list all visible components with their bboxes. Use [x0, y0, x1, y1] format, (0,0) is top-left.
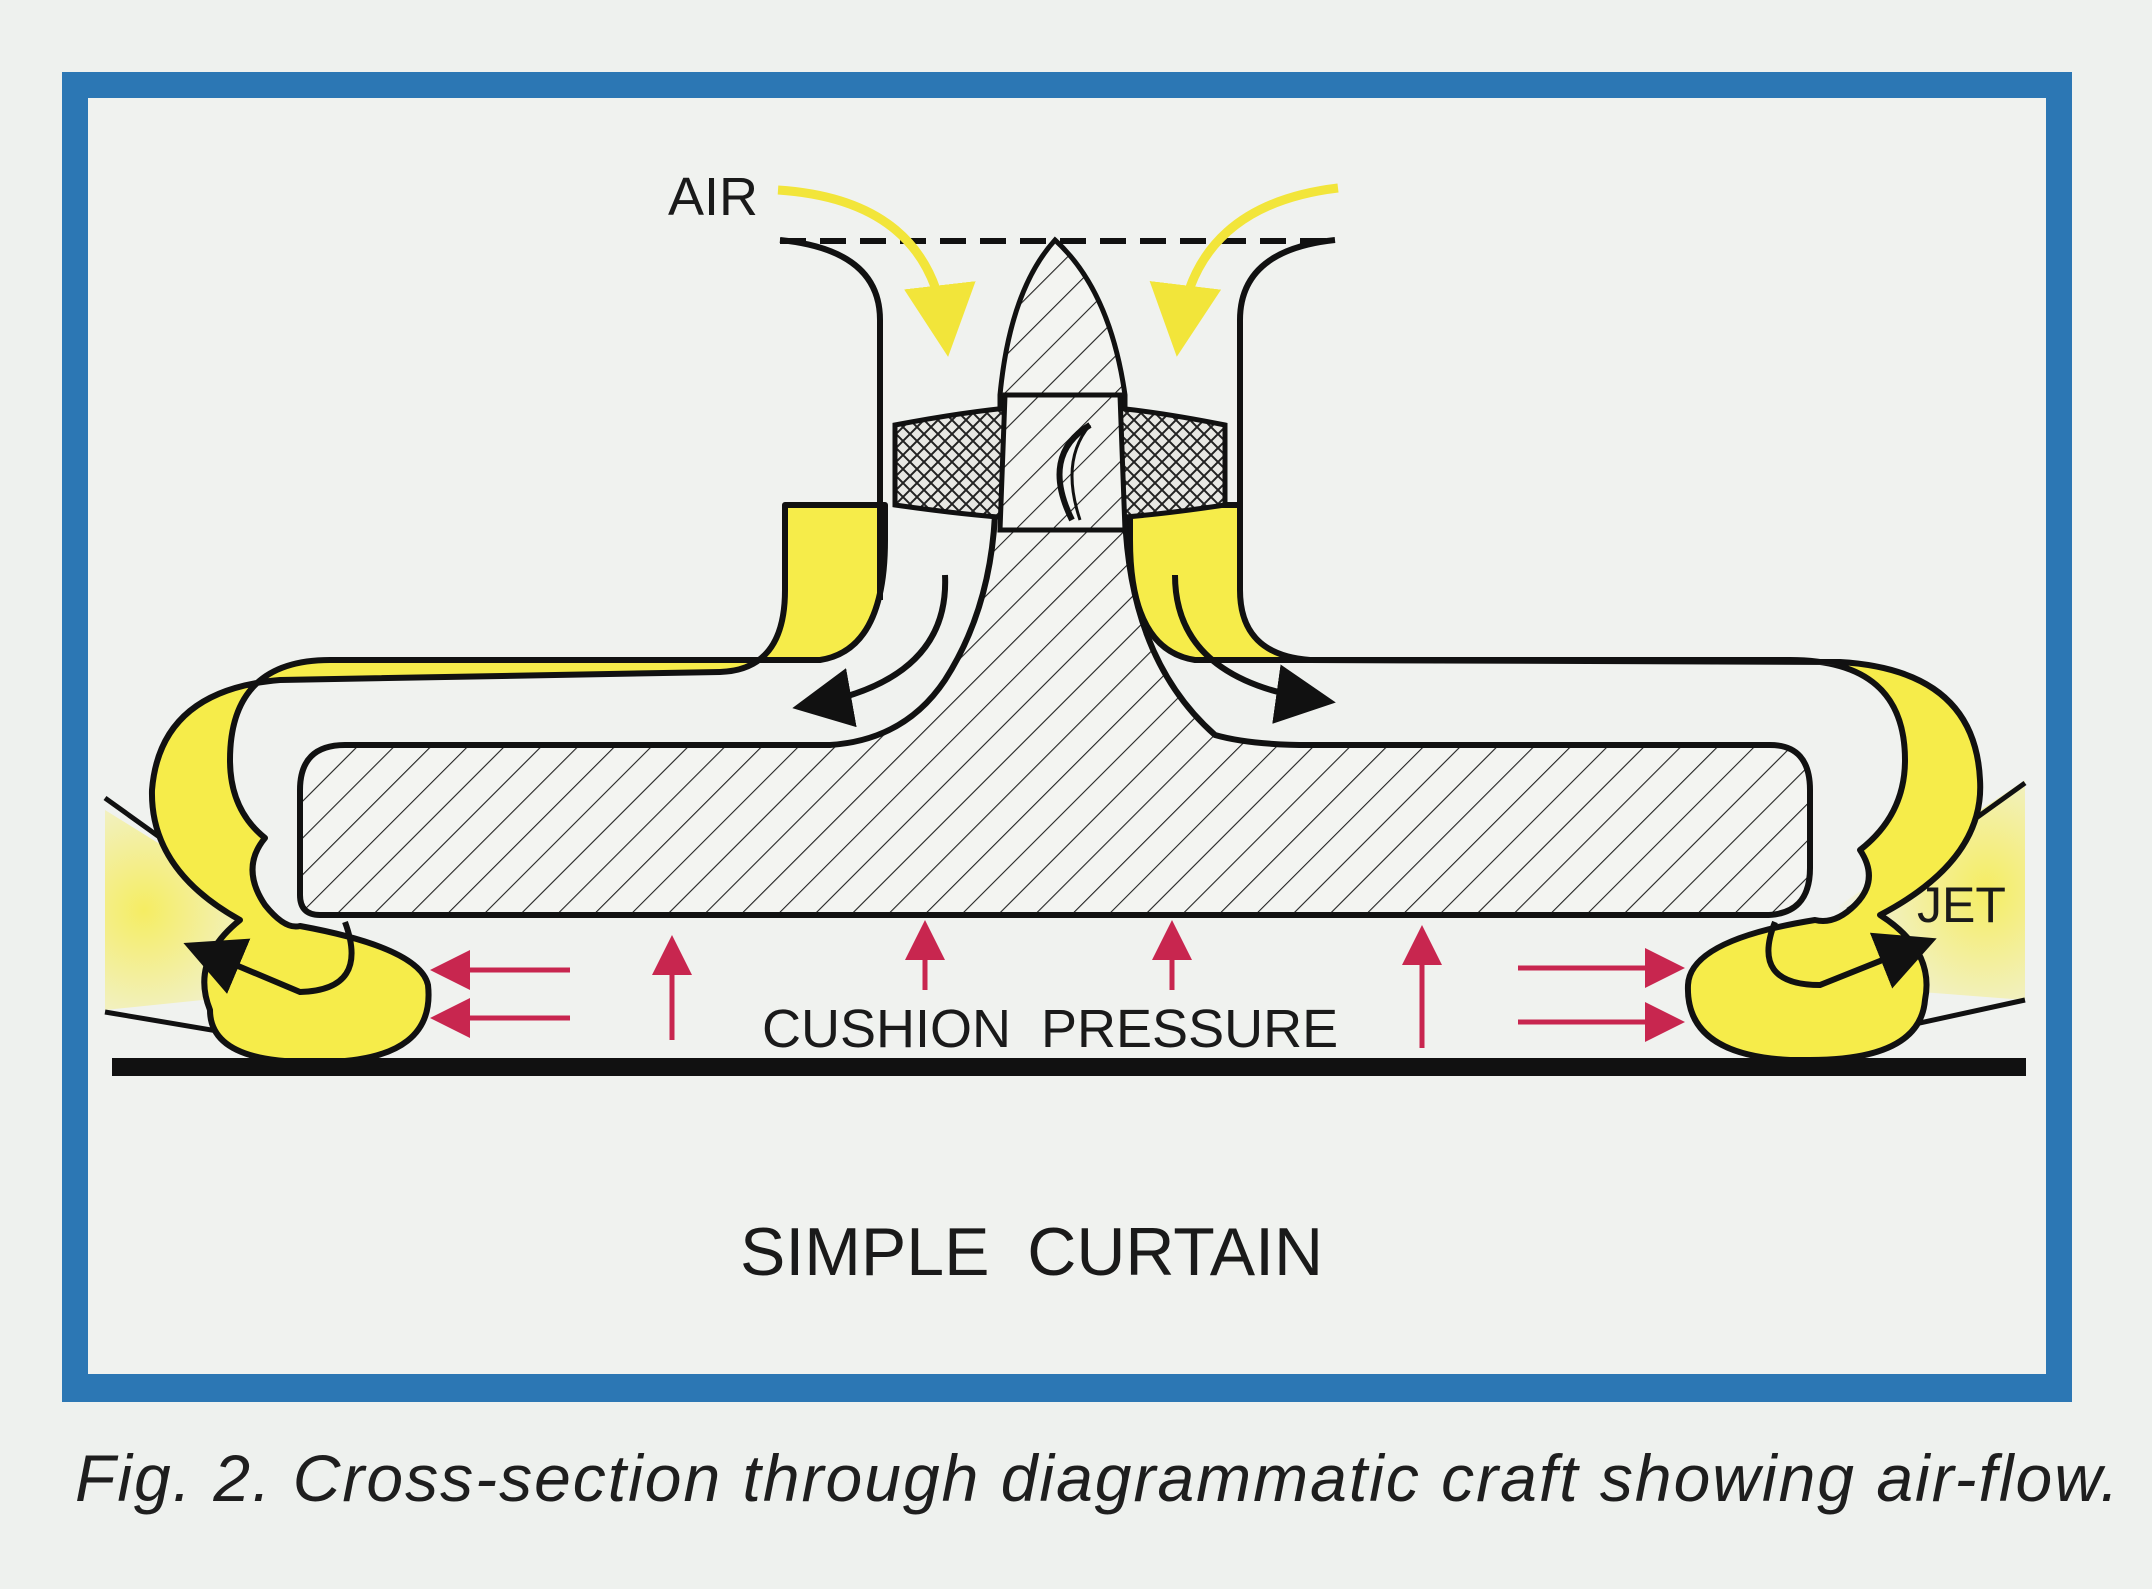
right-duct-body	[1127, 502, 1984, 1063]
pressure-arrows	[430, 920, 1685, 1048]
ground-line	[112, 1058, 2026, 1076]
flow-arrow-left-down	[792, 574, 949, 728]
air-label: AIR	[668, 167, 758, 227]
left-duct-body	[148, 502, 888, 1065]
rotor-blade-curve	[1056, 422, 1092, 522]
hull-body	[297, 512, 1813, 918]
rotor-blade-curve-2	[1070, 424, 1092, 521]
airflow-arrow-icon-right	[1149, 183, 1339, 357]
diagram-title: SIMPLE CURTAIN	[740, 1214, 1323, 1290]
cushion-pressure-label: CUSHION PRESSURE	[762, 999, 1338, 1059]
figure-caption: Fig. 2. Cross-section through diagrammat…	[75, 1441, 2121, 1515]
flow-arrow-right-down	[1172, 574, 1336, 724]
flow-arrow-right-jet	[1765, 920, 1937, 989]
jet-label: JET	[1917, 877, 2006, 933]
airflow-arrow-icon-left	[777, 185, 976, 357]
flow-arrow-left-jet	[183, 920, 355, 996]
